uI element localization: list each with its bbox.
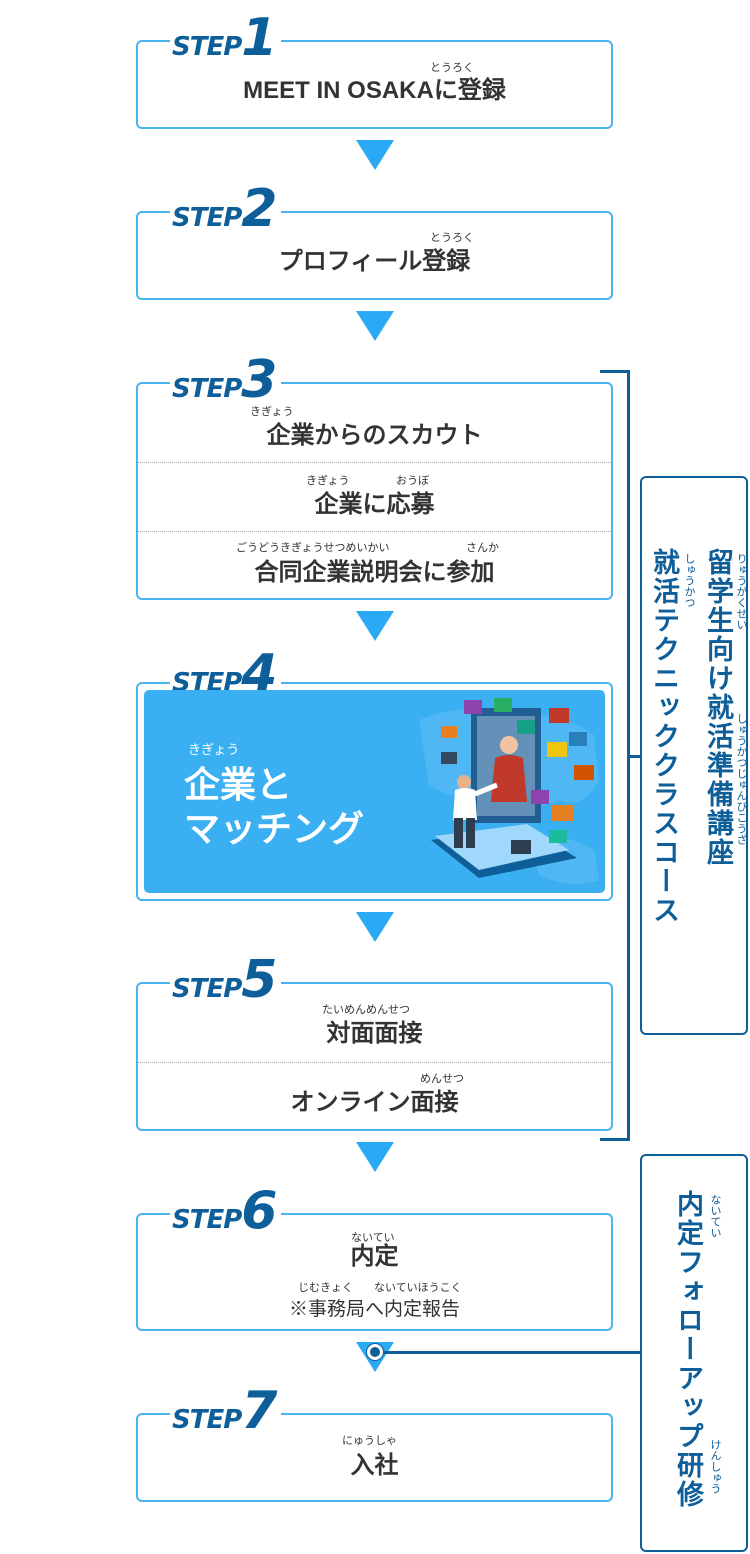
side-box-job-hunting-course: 留学生向け就活準備講座 りゅうがくせい しゅうかつじゅんびこうざ 就活テクニック… — [640, 476, 748, 1035]
step-6-item: ないてい 内定 じむきょく ないていほうこく ※事務局へ内定報告 — [138, 1215, 611, 1329]
side1-col2: 就活テクニッククラスコース — [649, 548, 679, 925]
step-6-subtext: ※事務局へ内定報告 — [288, 1299, 460, 1320]
step-5-text-2: オンライン面接 — [290, 1089, 459, 1116]
step-1-item: とうろく MEET IN OSAKAに登録 — [138, 42, 611, 127]
step-3-text-3: 合同企業説明会に参加 — [254, 559, 495, 586]
step-6-sub-ruby-2: ないていほうこく — [374, 1282, 462, 1294]
step-2-label: STEP2 — [170, 183, 282, 235]
step-3-ruby-1: きぎょう — [250, 406, 294, 418]
step-6-sub-ruby-1: じむきょく — [298, 1282, 353, 1294]
side1-col1-ruby-2: しゅうかつじゅんびこうざ — [735, 713, 747, 845]
step-3-text-2: 企業に応募 — [314, 491, 435, 518]
step-6-text: 内定 — [350, 1243, 399, 1270]
step-6-ruby: ないてい — [351, 1232, 395, 1244]
step-4-box: STEP4 きぎょう 企業と マッチング — [136, 648, 613, 901]
step-1-ruby: とうろく — [430, 62, 474, 74]
step-4-line-1: 企業と — [184, 764, 293, 805]
step-3-box: STEP3 きぎょう 企業からのスカウト きぎょう おうぼ 企業に応募 ごうどう… — [136, 354, 613, 600]
side2-text: 内定フォローアップ研修 — [673, 1190, 703, 1509]
arrow-down — [356, 611, 394, 641]
bracket-connector — [630, 755, 642, 758]
step-4-line-2: マッチング — [184, 808, 365, 849]
side1-col1: 留学生向け就活準備講座 — [703, 548, 733, 867]
step-3-item-scout: きぎょう 企業からのスカウト — [138, 384, 611, 462]
matching-panel: きぎょう 企業と マッチング — [144, 690, 605, 893]
step-3-item-apply: きぎょう おうぼ 企業に応募 — [138, 462, 611, 531]
followup-connector-line — [376, 1351, 640, 1354]
step-7-box: STEP7 にゅうしゃ 入社 — [136, 1385, 613, 1502]
arrow-down — [356, 311, 394, 341]
step-5-label: STEP5 — [170, 954, 282, 1006]
online-matching-illustration — [419, 698, 599, 884]
businessman-icon — [453, 775, 498, 848]
step-5-box: STEP5 たいめんめんせつ 対面面接 めんせつ オンライン面接 — [136, 954, 613, 1131]
step-7-ruby: にゅうしゃ — [342, 1435, 397, 1447]
step-5-text-1: 対面面接 — [326, 1020, 423, 1047]
side1-col1-ruby-1: りゅうがくせい — [735, 553, 747, 630]
step-7-item: にゅうしゃ 入社 — [138, 1415, 611, 1500]
step-5-item-online: めんせつ オンライン面接 — [138, 1062, 611, 1129]
step-5-ruby-1: たいめんめんせつ — [322, 1004, 410, 1016]
followup-connector-dot — [367, 1344, 383, 1360]
step-1-label: STEP1 — [170, 12, 282, 64]
side2-ruby-2: けんしゅう — [709, 1439, 721, 1494]
step-2-text: プロフィール登録 — [278, 248, 471, 275]
step-5-ruby-2: めんせつ — [420, 1073, 464, 1085]
step-3-text-1: 企業からのスカウト — [266, 422, 483, 449]
step-5-item-face: たいめんめんせつ 対面面接 — [138, 984, 611, 1062]
step-3-ruby-2a: きぎょう — [306, 475, 350, 487]
step-3-ruby-3a: ごうどうきぎょうせつめいかい — [236, 542, 390, 554]
step-2-ruby: とうろく — [430, 232, 474, 244]
step-3-ruby-2b: おうぼ — [396, 475, 429, 487]
step-3-ruby-3b: さんか — [466, 542, 499, 554]
bracket-steps-3-5 — [600, 370, 630, 1141]
video-call-tiles — [441, 698, 594, 854]
step-4-ruby: きぎょう — [188, 742, 240, 757]
step-2-box: STEP2 とうろく プロフィール登録 — [136, 183, 613, 300]
step-7-label: STEP7 — [170, 1385, 282, 1437]
step-6-box: STEP6 ないてい 内定 じむきょく ないていほうこく ※事務局へ内定報告 — [136, 1185, 613, 1331]
step-3-label: STEP3 — [170, 354, 282, 406]
step-6-label: STEP6 — [170, 1185, 282, 1237]
side2-ruby-1: ないてい — [709, 1194, 721, 1238]
step-2-item: とうろく プロフィール登録 — [138, 213, 611, 298]
arrow-down — [356, 140, 394, 170]
step-7-text: 入社 — [350, 1452, 399, 1479]
step-1-box: STEP1 とうろく MEET IN OSAKAに登録 — [136, 12, 613, 129]
step-3-item-seminar: ごうどうきぎょうせつめいかい さんか 合同企業説明会に参加 — [138, 531, 611, 598]
step-1-text: MEET IN OSAKAに登録 — [243, 77, 506, 104]
side-box-followup-training: 内定フォローアップ研修 ないてい けんしゅう — [640, 1154, 748, 1552]
side1-col2-ruby: しゅうかつ — [683, 553, 695, 608]
arrow-down — [356, 912, 394, 942]
arrow-down — [356, 1142, 394, 1172]
